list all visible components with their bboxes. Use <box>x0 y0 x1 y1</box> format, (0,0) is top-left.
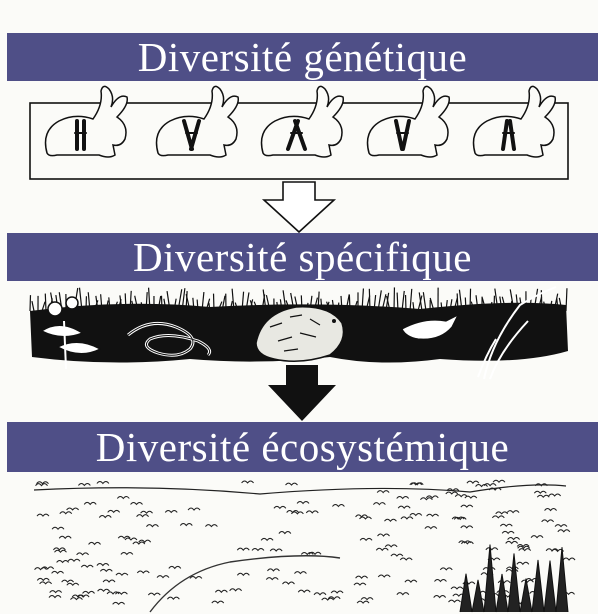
rabbit <box>366 85 451 158</box>
landscape-texture <box>33 479 576 613</box>
chromosome-pair <box>501 119 516 151</box>
rabbit <box>472 85 557 158</box>
species-diversity-banner: Diversité spécifique <box>7 233 598 281</box>
filled-down-arrow <box>268 365 336 421</box>
conifer <box>543 560 557 613</box>
conifer <box>507 553 521 613</box>
conifer <box>483 544 497 613</box>
genetic-diversity-title: Diversité génétique <box>137 34 468 80</box>
outline-down-arrow <box>261 181 337 233</box>
conifer <box>459 573 473 613</box>
chromosome-pair <box>394 119 411 151</box>
rabbit <box>155 85 240 158</box>
chromosome-pair <box>74 119 87 151</box>
rabbit <box>44 85 129 158</box>
conifer <box>555 547 569 613</box>
conifer <box>531 559 545 613</box>
conifer <box>519 578 533 613</box>
bird <box>401 313 460 340</box>
ecosystem-diversity-title: Diversité écosystémique <box>95 424 510 470</box>
grass-plant <box>477 286 557 380</box>
snake <box>127 321 212 357</box>
animal <box>255 306 345 362</box>
genetic-diversity-banner: Diversité génétique <box>7 33 598 81</box>
conifer <box>471 579 485 613</box>
rabbit-frame <box>29 102 569 180</box>
chromosome-pair <box>286 119 307 151</box>
ecosystem-diversity-banner: Diversité écosystémique <box>7 422 598 472</box>
rabbit <box>260 85 345 158</box>
conifer <box>495 573 509 613</box>
landscape-illustration <box>33 479 576 613</box>
rabbit-chromosomes-illustration <box>29 85 569 180</box>
flower-plant <box>41 296 102 370</box>
chromosome-pair <box>182 119 201 151</box>
horizon <box>33 484 567 495</box>
stream <box>149 555 341 613</box>
species-illustration <box>29 286 568 380</box>
species-diversity-title: Diversité spécifique <box>132 234 473 280</box>
